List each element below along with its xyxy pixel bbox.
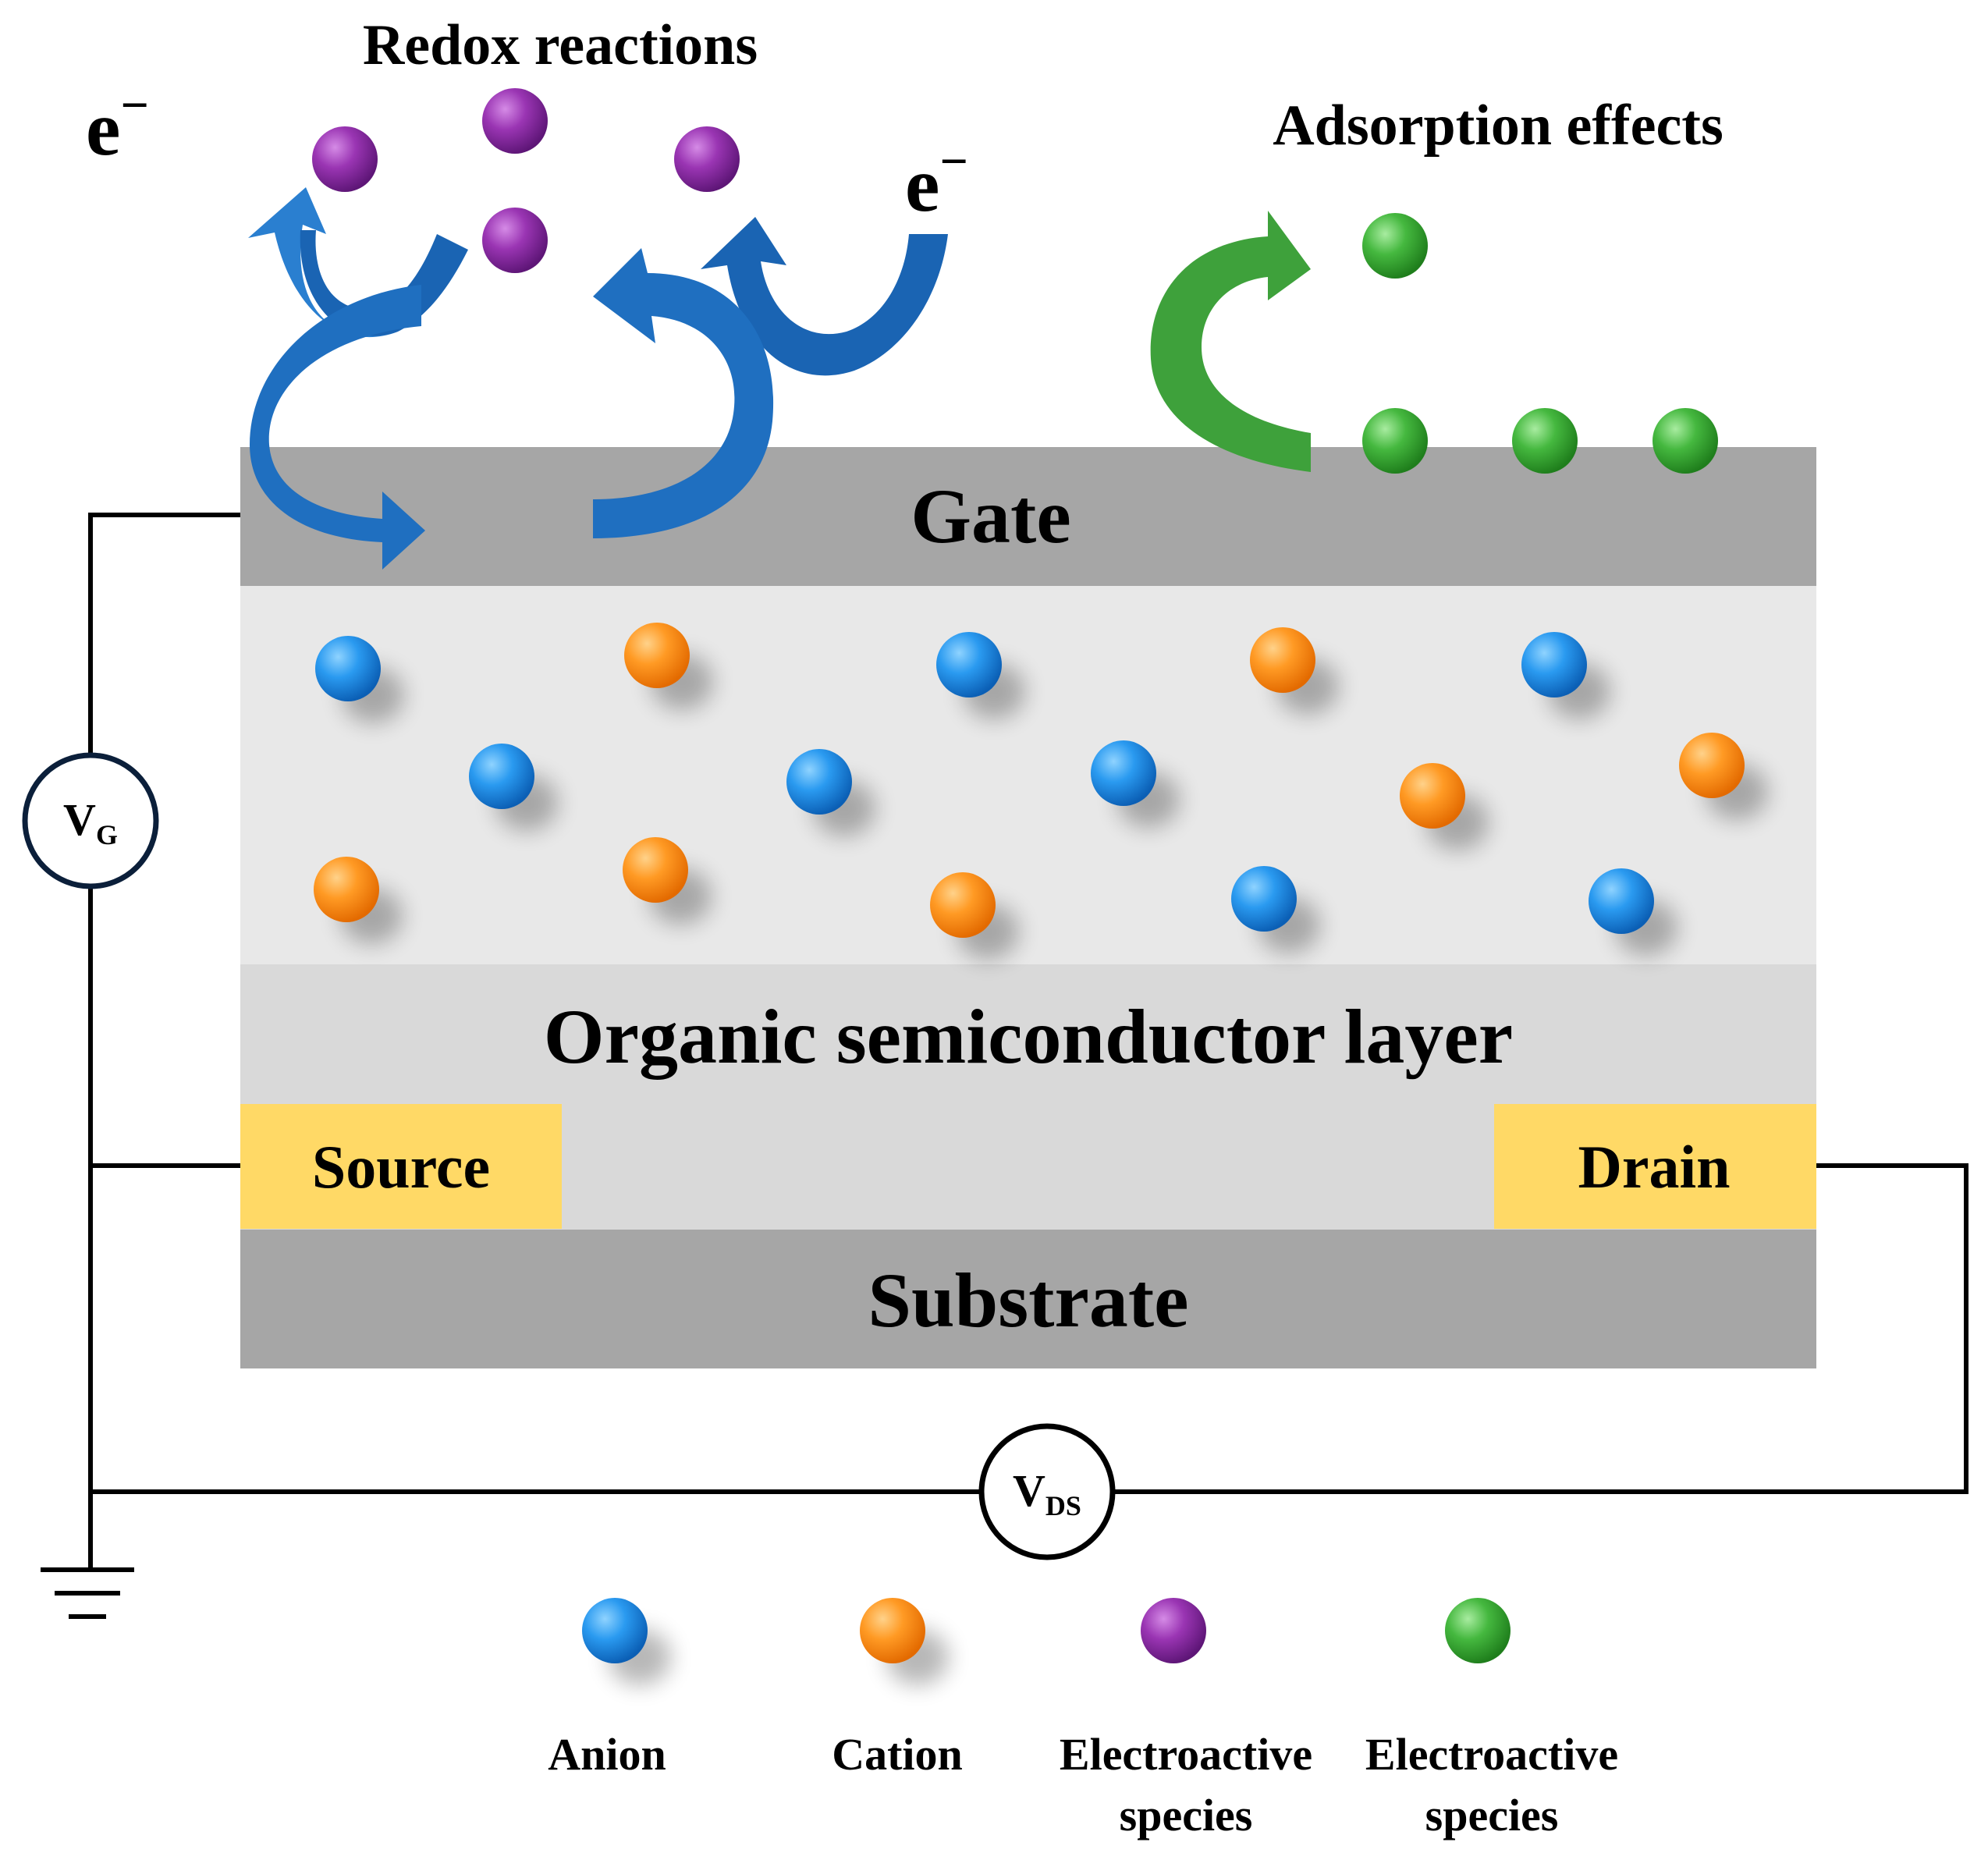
adsorption-arrow: [1150, 211, 1311, 472]
source-label: Source: [312, 1133, 490, 1201]
adsorption-species-particle: [1653, 408, 1718, 474]
adsorption-label: Adsorption effects: [1273, 94, 1724, 158]
redox-arrow-left-up: [248, 187, 398, 338]
legend-electroactive-redox-label: Electroactive: [1060, 1729, 1312, 1780]
cation-particle: [930, 872, 1019, 960]
legend-electroactive-adsorption-swatch: [1445, 1598, 1511, 1663]
vds-main: V: [1013, 1465, 1045, 1516]
anion-particle: [786, 749, 875, 836]
anion-particle: [1521, 632, 1610, 719]
redox-label: Redox reactions: [363, 13, 758, 77]
svg-text:VG: VG: [63, 794, 118, 850]
anion-particle: [936, 632, 1025, 719]
anion-particle: [315, 636, 404, 723]
legend-electroactive-adsorption-label: Electroactive: [1365, 1729, 1618, 1780]
legend-cation-swatch: [860, 1598, 949, 1685]
anion-particle: [469, 744, 558, 831]
anion-particle: [1231, 866, 1320, 953]
legend-cation-label: Cation: [832, 1729, 963, 1780]
vg-meter: VG: [22, 752, 159, 889]
legend-electroactive-redox-label: species: [1120, 1790, 1253, 1840]
svg-text:VDS: VDS: [1013, 1465, 1081, 1521]
anion-particle: [1091, 740, 1180, 828]
substrate-label: Substrate: [868, 1257, 1188, 1344]
source-electrode: [240, 1104, 562, 1229]
redox-species-particle: [482, 88, 548, 154]
cation-particle: [624, 623, 713, 710]
adsorption-species-particle: [1362, 408, 1428, 474]
electron-label-right: e−: [905, 133, 968, 228]
adsorption-species-particle: [1512, 408, 1578, 474]
cation-particle: [623, 837, 712, 925]
vds-sub: DS: [1045, 1490, 1081, 1521]
redox-species-particle: [312, 126, 378, 192]
vg-sub: G: [96, 819, 118, 850]
vds-meter: VDS: [978, 1423, 1116, 1560]
substrate-layer: [240, 1230, 1816, 1368]
redox-arrow-gate-in: [250, 285, 425, 570]
particles: [312, 88, 1768, 960]
gate-label: Gate: [911, 473, 1070, 559]
legend-electroactive-adsorption-label: species: [1425, 1790, 1559, 1840]
redox-arrows: [248, 187, 948, 570]
legend-anion-swatch: [582, 1598, 671, 1685]
cation-particle: [1250, 627, 1339, 715]
gate-wire: [88, 513, 240, 1570]
redox-arrow-gate-out: [593, 248, 774, 538]
redox-arrow-right-up: [701, 217, 948, 376]
legend-anion-label: Anion: [548, 1729, 666, 1780]
legend-electroactive-redox-swatch: [1141, 1598, 1206, 1663]
redox-species-particle: [482, 208, 548, 273]
legend: Anion Cation Electroactive species Electroac…: [548, 1598, 1618, 1840]
cation-particle: [314, 857, 403, 944]
adsorption-species-particle: [1362, 213, 1428, 279]
vg-main: V: [63, 794, 96, 845]
anion-particle: [1589, 868, 1677, 956]
cation-particle: [1400, 763, 1489, 850]
electron-label-left: e−: [86, 77, 149, 172]
drain-electrode: [1494, 1104, 1816, 1229]
drain-label: Drain: [1578, 1133, 1731, 1201]
cation-particle: [1679, 733, 1768, 820]
redox-species-particle: [674, 126, 740, 192]
semiconductor-label: Organic semiconductor layer: [544, 993, 1513, 1080]
